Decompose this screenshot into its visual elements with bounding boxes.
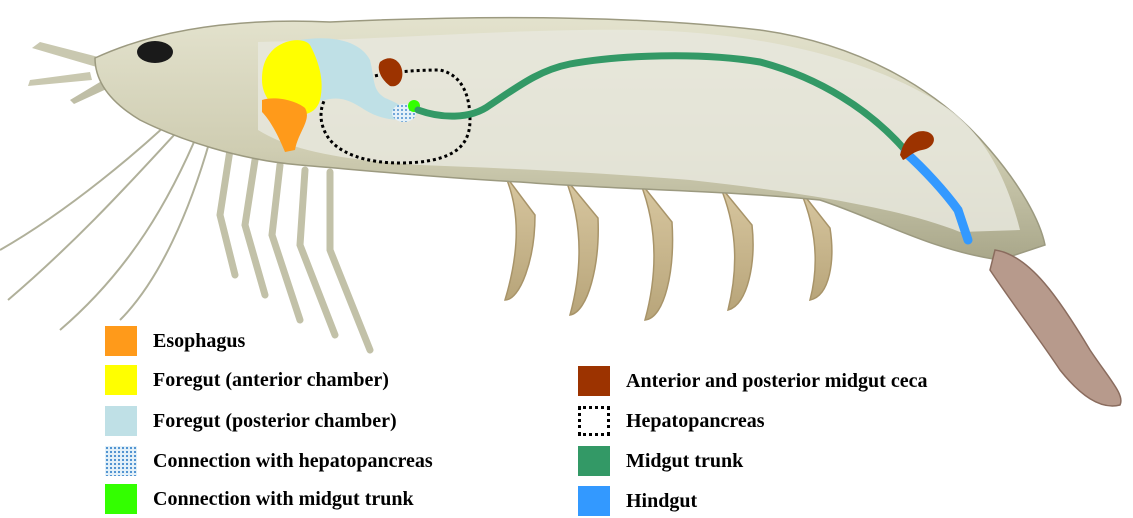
hindgut-swatch — [578, 486, 610, 516]
connection-midgut-trunk-swatch — [105, 484, 137, 514]
body-overlay — [258, 30, 1020, 232]
legend-label: Anterior and posterior midgut ceca — [626, 369, 927, 393]
midgut-ceca-swatch — [578, 366, 610, 396]
legend-label: Connection with midgut trunk — [153, 487, 414, 511]
legend-label: Foregut (posterior chamber) — [153, 409, 397, 433]
eye — [137, 41, 173, 63]
foregut-anterior-swatch — [105, 365, 137, 395]
esophagus-swatch — [105, 326, 137, 356]
connection-hepatopancreas-swatch — [105, 446, 137, 476]
foregut-posterior-swatch — [105, 406, 137, 436]
tail-fan — [990, 250, 1121, 406]
legend-label: Foregut (anterior chamber) — [153, 368, 389, 392]
antennae — [0, 112, 210, 330]
legend-label: Hindgut — [626, 489, 697, 513]
legend-label: Hepatopancreas — [626, 409, 765, 433]
legend-label: Esophagus — [153, 329, 245, 353]
legend-label: Midgut trunk — [626, 449, 743, 473]
hepatopancreas-swatch — [578, 406, 610, 436]
walking-legs — [220, 150, 370, 350]
legend-label: Connection with hepatopancreas — [153, 449, 433, 473]
midgut-trunk-swatch — [578, 446, 610, 476]
